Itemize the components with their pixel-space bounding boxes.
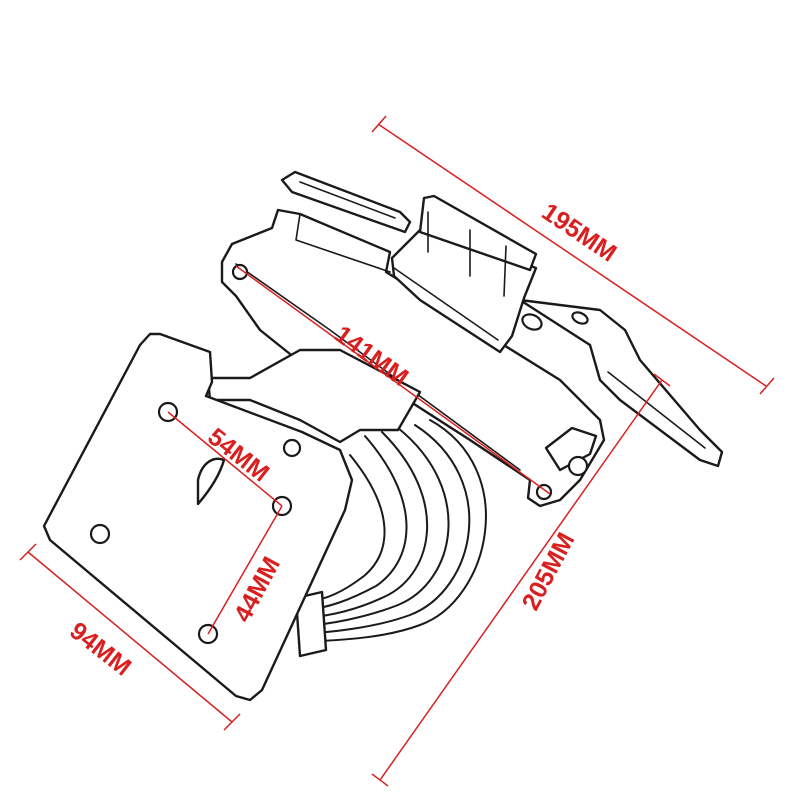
main-arm xyxy=(220,208,606,508)
connector-neck xyxy=(206,348,422,444)
wire-clamp xyxy=(294,590,328,658)
upper-mount-bar xyxy=(280,170,724,468)
dim-label-195: 195MM xyxy=(537,198,622,268)
light-box xyxy=(390,194,538,354)
wire-harness xyxy=(294,419,487,658)
plate-mount xyxy=(42,332,354,702)
dim-label-94: 94MM xyxy=(64,617,136,682)
